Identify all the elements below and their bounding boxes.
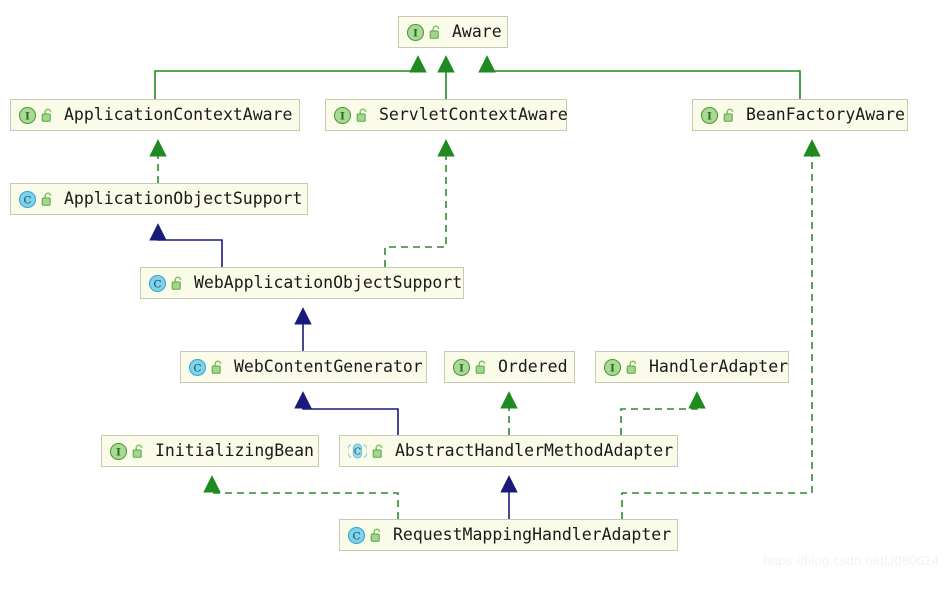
public-lock-icon: [132, 444, 145, 459]
class-node-label: HandlerAdapter: [649, 356, 789, 376]
class-node-webcontentgen[interactable]: C WebContentGenerator: [180, 351, 427, 383]
public-lock-icon: [370, 528, 383, 543]
class-node-label: RequestMappingHandlerAdapter: [393, 524, 672, 544]
public-lock-icon: [429, 25, 442, 40]
public-lock-icon: [171, 276, 184, 291]
class-icon: C: [347, 526, 366, 544]
edge-abstracthandlermethodadapter-to-handleradapter: [620, 391, 706, 435]
public-lock-icon: [41, 108, 54, 123]
class-node-webappobjsup[interactable]: C WebApplicationObjectSupport: [140, 267, 464, 299]
class-icon: C: [148, 274, 167, 292]
interface-icon: I: [452, 358, 471, 376]
class-node-label: WebApplicationObjectSupport: [194, 272, 463, 292]
interface-icon: I: [603, 358, 622, 376]
interface-icon: I: [406, 23, 425, 41]
class-node-absthmadp[interactable]: C AbstractHandlerMethodAdapter: [339, 435, 678, 467]
svg-text:I: I: [340, 110, 345, 122]
public-lock-icon: [211, 360, 224, 375]
class-node-initbean[interactable]: I InitializingBean: [101, 435, 319, 467]
interface-icon: I: [18, 106, 37, 124]
svg-text:C: C: [153, 278, 161, 290]
class-node-reqmaphmadp[interactable]: C RequestMappingHandlerAdapter: [339, 519, 678, 551]
class-node-appobjsup[interactable]: C ApplicationObjectSupport: [10, 183, 308, 215]
abstract-class-icon: C: [346, 442, 369, 460]
edge-webapplicationobjectsupport-to-servletcontextaware: [384, 139, 455, 267]
public-lock-icon: [475, 360, 488, 375]
interface-icon: I: [109, 442, 128, 460]
class-node-label: ApplicationContextAware: [64, 104, 293, 124]
class-node-beanfactory[interactable]: I BeanFactoryAware: [692, 99, 908, 131]
edge-requestmappinghandleradapter-to-initializingbean: [203, 475, 399, 519]
edge-webapplicationobjectsupport-to-applicationobjectsupport: [149, 223, 223, 267]
public-lock-icon: [723, 108, 736, 123]
class-node-aware[interactable]: I Aware: [398, 16, 508, 48]
interface-icon: I: [333, 106, 352, 124]
class-node-handleradp[interactable]: I HandlerAdapter: [595, 351, 789, 383]
class-icon: C: [188, 358, 207, 376]
class-node-appctxaware[interactable]: I ApplicationContextAware: [10, 99, 300, 131]
class-node-ordered[interactable]: I Ordered: [444, 351, 575, 383]
svg-text:I: I: [25, 110, 30, 122]
class-node-label: ServletContextAware: [379, 104, 568, 124]
svg-text:I: I: [459, 362, 464, 374]
svg-text:C: C: [193, 362, 201, 374]
class-node-label: Ordered: [498, 356, 568, 376]
svg-text:I: I: [707, 110, 712, 122]
public-lock-icon: [41, 192, 54, 207]
class-node-label: BeanFactoryAware: [746, 104, 905, 124]
public-lock-icon: [626, 360, 639, 375]
edge-appcontextaware-to-aware: [154, 55, 427, 99]
svg-text:C: C: [354, 447, 361, 458]
interface-icon: I: [700, 106, 719, 124]
class-node-label: InitializingBean: [155, 440, 314, 460]
class-node-label: ApplicationObjectSupport: [64, 188, 303, 208]
svg-text:C: C: [352, 530, 360, 542]
svg-text:I: I: [116, 446, 121, 458]
class-node-srvctxaware[interactable]: I ServletContextAware: [325, 99, 568, 131]
class-icon: C: [18, 190, 37, 208]
class-node-label: AbstractHandlerMethodAdapter: [395, 440, 674, 460]
watermark: https://blog.csdn.net/J080624: [763, 553, 939, 568]
svg-text:I: I: [610, 362, 615, 374]
edge-abstracthandlermethodadapter-to-webcontentgenerator: [294, 391, 399, 435]
edge-beanfactoryaware-to-aware: [478, 55, 801, 99]
svg-text:I: I: [413, 27, 418, 39]
public-lock-icon: [356, 108, 369, 123]
class-node-label: Aware: [452, 21, 502, 41]
public-lock-icon: [372, 444, 385, 459]
svg-text:C: C: [23, 194, 31, 206]
class-node-label: WebContentGenerator: [234, 356, 423, 376]
